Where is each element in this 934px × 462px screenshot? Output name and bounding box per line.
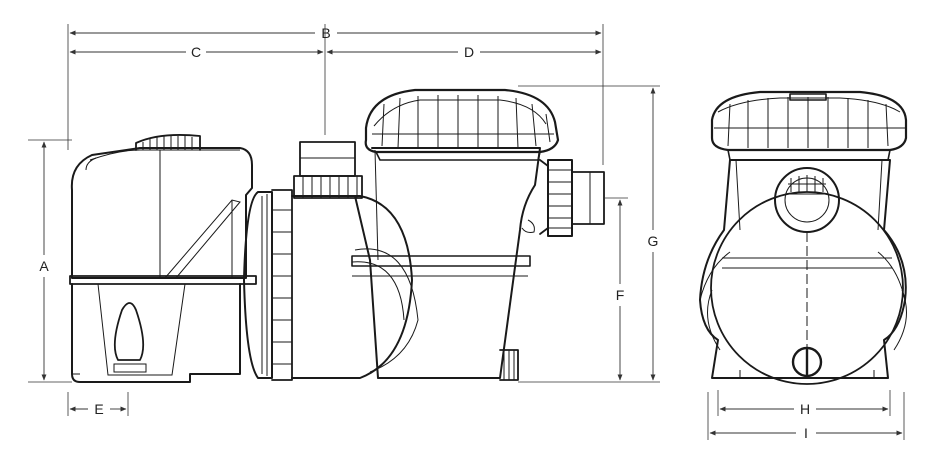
pump-front-view <box>699 90 908 385</box>
dimension-label-g: G <box>648 233 659 249</box>
strainer-housing <box>351 147 541 381</box>
front-body <box>699 159 907 385</box>
dimension-label-f: F <box>616 287 625 303</box>
strainer-lid <box>364 88 560 161</box>
outlet-union <box>539 159 605 237</box>
dimension-label-h: H <box>800 401 810 417</box>
front-lid <box>710 90 908 161</box>
dimension-label-i: I <box>804 425 808 441</box>
pump-side-view <box>69 88 605 383</box>
dimension-label-b: B <box>321 25 330 41</box>
dimension-label-d: D <box>464 44 474 60</box>
dimension-label-a: A <box>39 258 49 274</box>
dimension-annotations: B C D A F G E H I <box>28 24 905 441</box>
volute-body <box>291 141 419 379</box>
motor-housing <box>69 134 257 383</box>
dimension-label-e: E <box>94 401 103 417</box>
flange-ring <box>243 189 293 381</box>
dimension-label-c: C <box>191 44 201 60</box>
